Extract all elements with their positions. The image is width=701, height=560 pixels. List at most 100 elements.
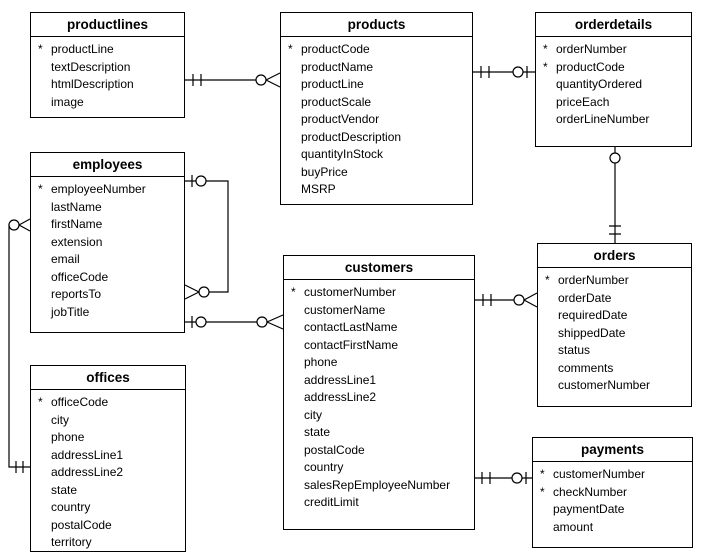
field-reportsTo: reportsTo — [31, 286, 184, 304]
field-name: customerNumber — [558, 378, 651, 392]
field-name: orderNumber — [556, 42, 627, 56]
field-firstName: firstName — [31, 216, 184, 234]
field-country: country — [284, 459, 474, 477]
field-priceEach: priceEach — [536, 94, 691, 112]
field-name: buyPrice — [301, 164, 348, 179]
field-name: textDescription — [51, 59, 131, 74]
field-name: postalCode — [51, 517, 112, 532]
field-productScale: productScale — [281, 94, 472, 112]
field-email: email — [31, 251, 184, 269]
pk-marker: * — [291, 285, 296, 299]
field-name: orderDate — [558, 290, 612, 305]
field-name: customerName — [304, 302, 386, 317]
field-name: city — [51, 412, 69, 427]
field-phone: phone — [284, 354, 474, 372]
field-name: customerNumber — [553, 467, 646, 481]
field-name: productLine — [51, 42, 114, 56]
field-textDescription: textDescription — [31, 59, 184, 77]
field-name: lastName — [51, 199, 102, 214]
field-orderLineNumber: orderLineNumber — [536, 111, 691, 129]
table-customers: customers * customerNumber customerName con… — [283, 255, 475, 530]
field-name: productDescription — [301, 129, 402, 144]
table-title: orders — [538, 244, 691, 268]
field-name: country — [304, 460, 344, 474]
field-postalCode: postalCode — [284, 442, 474, 460]
field-name: amount — [553, 519, 594, 534]
field-addressLine2: addressLine2 — [31, 464, 185, 482]
field-requiredDate: requiredDate — [538, 307, 691, 325]
field-status: status — [538, 342, 691, 360]
field-name: postalCode — [304, 442, 365, 457]
field-contactLastName: contactLastName — [284, 319, 474, 337]
field-name: salesRepEmployeeNumber — [304, 477, 451, 492]
field-customerNumber: * customerNumber — [284, 284, 474, 302]
field-state: state — [31, 482, 185, 500]
field-name: productCode — [556, 59, 625, 74]
field-customerName: customerName — [284, 302, 474, 320]
field-name: requiredDate — [558, 308, 628, 322]
field-name: addressLine2 — [51, 465, 124, 479]
field-checkNumber: * checkNumber — [533, 484, 692, 502]
field-orderDate: orderDate — [538, 290, 691, 308]
field-amount: amount — [533, 519, 692, 537]
field-name: contactFirstName — [304, 337, 399, 352]
field-name: quantityOrdered — [556, 77, 643, 91]
field-name: creditLimit — [304, 495, 359, 509]
field-name: orderLineNumber — [556, 112, 650, 126]
field-name: productScale — [301, 94, 372, 109]
field-name: paymentDate — [553, 502, 625, 516]
field-name: image — [51, 94, 84, 109]
field-country: country — [31, 499, 185, 517]
field-name: priceEach — [556, 94, 610, 109]
field-productName: productName — [281, 59, 472, 77]
field-name: city — [304, 407, 322, 422]
table-title: offices — [31, 366, 185, 390]
field-lastName: lastName — [31, 199, 184, 217]
field-shippedDate: shippedDate — [538, 325, 691, 343]
field-salesRepEmployeeNumber: salesRepEmployeeNumber — [284, 477, 474, 495]
field-addressLine1: addressLine1 — [31, 447, 185, 465]
field-name: orderNumber — [558, 273, 629, 287]
field-name: productName — [301, 59, 374, 74]
table-fields: *customerNumber* checkNumber paymentDate am… — [533, 462, 692, 536]
pk-marker: * — [543, 59, 548, 74]
field-customerNumber: *customerNumber — [533, 466, 692, 484]
field-name: shippedDate — [558, 325, 626, 340]
pk-marker: * — [543, 42, 548, 56]
field-name: status — [558, 343, 591, 357]
field-name: reportsTo — [51, 287, 102, 301]
field-quantityOrdered: quantityOrdered — [536, 76, 691, 94]
field-name: htmlDescription — [51, 77, 134, 91]
pk-marker: * — [540, 484, 545, 499]
field-buyPrice: buyPrice — [281, 164, 472, 182]
pk-marker: * — [38, 182, 43, 196]
field-name: firstName — [51, 217, 103, 231]
pk-marker: * — [38, 42, 43, 56]
pk-marker: * — [288, 42, 293, 56]
connector-products-orderdetails — [473, 66, 535, 78]
field-postalCode: postalCode — [31, 517, 185, 535]
field-name: productLine — [301, 77, 364, 91]
field-name: officeCode — [51, 395, 109, 409]
field-htmlDescription: htmlDescription — [31, 76, 184, 94]
connector-customers-payments — [475, 472, 532, 484]
field-name: addressLine2 — [304, 390, 377, 404]
table-fields: * customerNumber customerName contactLastNa… — [284, 280, 474, 512]
field-name: customerNumber — [304, 285, 397, 299]
field-name: state — [51, 482, 78, 497]
field-name: checkNumber — [553, 484, 628, 499]
table-title: customers — [284, 256, 474, 280]
field-name: MSRP — [301, 182, 336, 196]
field-name: productCode — [301, 42, 370, 56]
field-name: territory — [51, 535, 92, 549]
field-productDescription: productDescription — [281, 129, 472, 147]
field-officeCode: officeCode — [31, 269, 184, 287]
field-name: state — [304, 425, 331, 439]
field-name: email — [51, 252, 80, 266]
